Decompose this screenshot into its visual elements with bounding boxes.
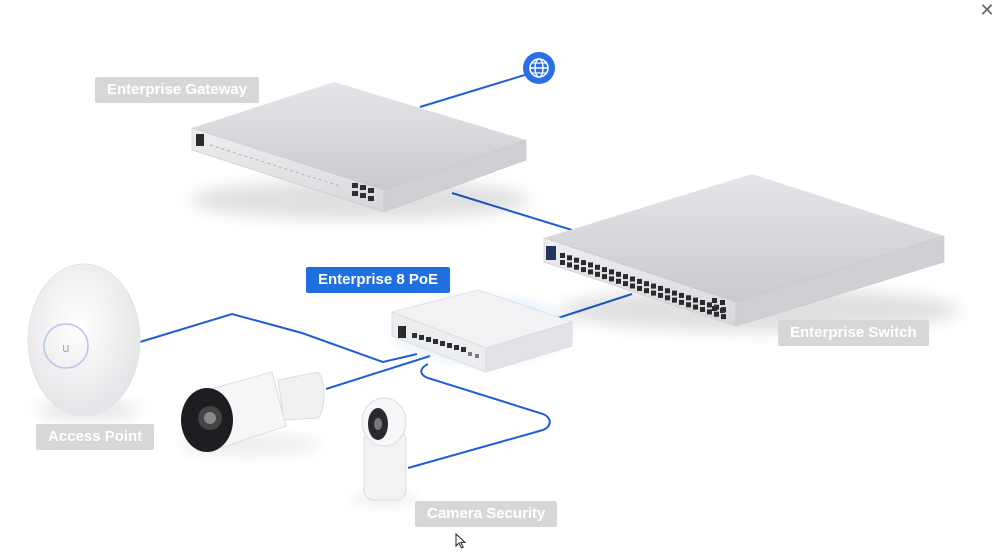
switch-port <box>637 285 642 291</box>
enterprise-gateway-device[interactable] <box>190 82 530 220</box>
switch-sfp-port <box>720 300 725 305</box>
enterprise-switch-device[interactable] <box>543 174 960 332</box>
switch-port <box>658 292 663 298</box>
switch-port <box>581 267 586 273</box>
access-point-led-ring <box>43 323 89 369</box>
switch-port <box>616 278 621 284</box>
switch-port <box>693 297 698 303</box>
switch-port <box>623 281 628 287</box>
switch-port <box>595 271 600 277</box>
link-poe-accesspoint <box>139 312 418 364</box>
switch-port <box>630 283 635 289</box>
globe-icon[interactable] <box>523 52 555 84</box>
access-point-device[interactable]: u <box>27 263 141 420</box>
switch-ports <box>560 253 726 320</box>
switch-port <box>616 271 621 277</box>
switch-port <box>609 276 614 282</box>
switch-port <box>623 274 628 280</box>
switch-port <box>567 262 572 268</box>
switch-port <box>595 264 600 270</box>
switch-port <box>700 300 705 305</box>
compact-camera-device[interactable] <box>350 397 418 505</box>
switch-sfp-port <box>712 306 717 311</box>
switch-sfp-port <box>712 298 717 303</box>
switch-port <box>644 288 649 294</box>
switch-port <box>630 276 635 282</box>
switch-port <box>588 269 593 275</box>
switch-port <box>693 304 698 310</box>
switch-port <box>602 267 607 273</box>
switch-port <box>679 299 684 305</box>
label-enterprise-gateway[interactable]: Enterprise Gateway <box>95 77 260 103</box>
switch-port <box>574 264 579 270</box>
label-camera-security[interactable]: Camera Security <box>415 501 558 527</box>
label-access-point[interactable]: Access Point <box>36 424 155 450</box>
switch-port <box>644 281 649 287</box>
bullet-camera-device[interactable] <box>180 371 325 455</box>
switch-port <box>679 292 684 298</box>
label-enterprise-8-poe[interactable]: Enterprise 8 PoE <box>306 267 451 293</box>
switch-port <box>700 307 705 312</box>
label-enterprise-switch[interactable]: Enterprise Switch <box>778 320 929 346</box>
switch-port <box>560 253 565 258</box>
close-icon[interactable]: ✕ <box>979 0 995 20</box>
switch-port <box>637 278 642 284</box>
enterprise-8-poe-device[interactable] <box>382 289 582 373</box>
link-internet-gateway <box>419 73 529 108</box>
switch-port <box>567 255 572 261</box>
switch-port <box>574 257 579 263</box>
switch-port <box>665 295 670 301</box>
switch-port <box>707 309 712 315</box>
switch-port <box>672 297 677 303</box>
mouse-pointer-icon <box>455 533 467 549</box>
switch-port <box>609 269 614 275</box>
switch-port <box>658 285 663 291</box>
switch-port <box>686 295 691 301</box>
switch-port <box>665 288 670 294</box>
switch-port <box>588 262 593 268</box>
switch-port <box>672 290 677 296</box>
switch-port <box>721 314 726 320</box>
link-poe-domecam <box>407 363 551 469</box>
switch-port <box>602 274 607 280</box>
switch-port <box>560 260 565 265</box>
switch-port <box>651 290 656 296</box>
link-poe-bulletcam <box>325 355 431 390</box>
switch-port <box>707 302 712 308</box>
svg-text:u: u <box>62 341 70 355</box>
switch-port <box>686 302 691 308</box>
switch-port <box>714 311 719 317</box>
switch-port <box>651 283 656 289</box>
switch-port <box>581 260 586 266</box>
switch-sfp-port <box>720 308 725 313</box>
